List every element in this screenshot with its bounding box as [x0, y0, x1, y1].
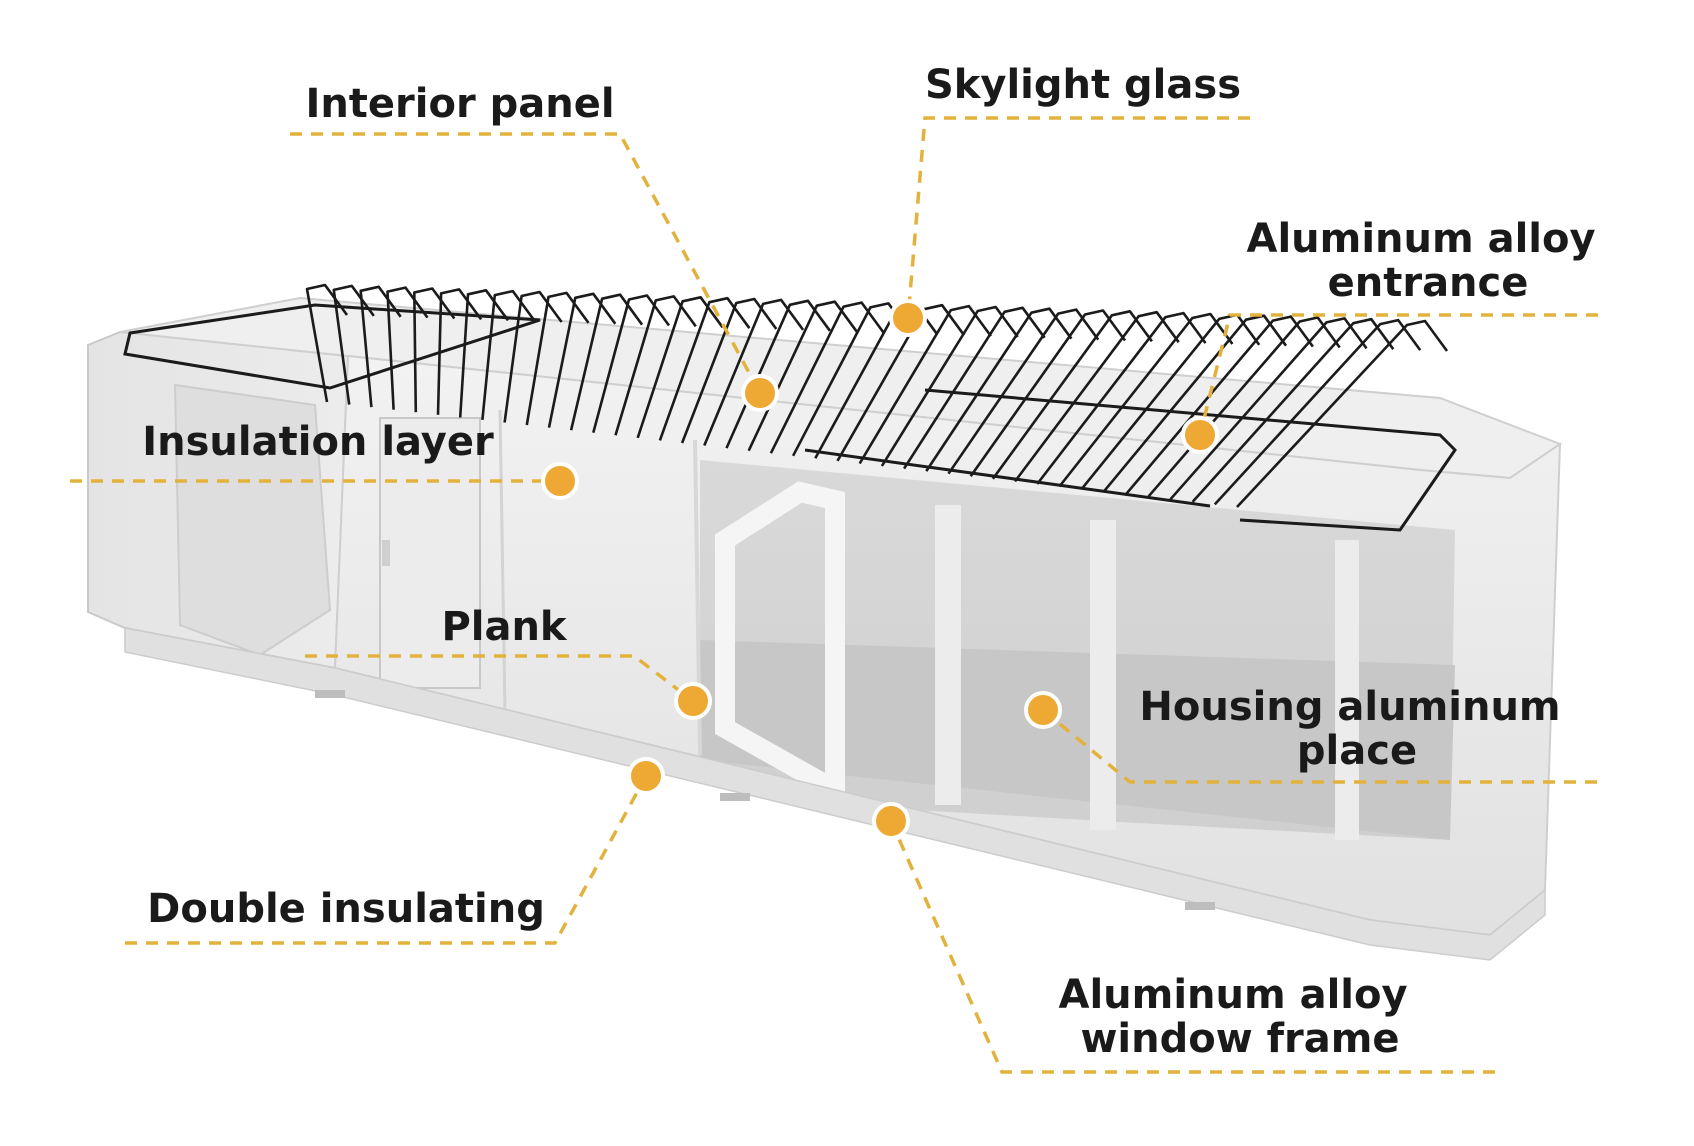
roof-rib: [1058, 312, 1234, 488]
left-wall-recess: [173, 383, 332, 657]
leader-lines: [70, 116, 1598, 1074]
marker-double-insulating: [627, 757, 665, 795]
marker-plank: [674, 682, 712, 720]
leader-double-insulating: [125, 775, 648, 945]
callout-labels: Interior panel Skylight glass Aluminum a…: [142, 62, 1610, 1062]
roof-rib: [680, 297, 778, 444]
roof-rib: [703, 298, 805, 446]
roof-rib: [503, 290, 563, 423]
roof-rib: [481, 289, 536, 421]
roof-rib: [547, 292, 617, 428]
label-skylight-glass: Skylight glass: [925, 62, 1241, 108]
roof-rib: [458, 289, 510, 418]
leader-plank: [305, 654, 695, 703]
roof-rib: [858, 304, 992, 465]
roof-rib: [413, 287, 456, 413]
leader-aluminum-alloy-window-frame: [889, 820, 1495, 1074]
label-double-insulating: Double insulating: [147, 886, 545, 932]
cabin-body: [87, 296, 1563, 961]
callout-markers: [541, 299, 1219, 840]
roof-rib: [386, 286, 429, 410]
roof-rib: [359, 285, 402, 408]
roof-rib: [1191, 317, 1395, 503]
skylight-frames: [123, 303, 1457, 532]
roof-rib: [614, 295, 697, 436]
roof-rib: [1169, 317, 1368, 501]
roof-ribs: [305, 283, 1449, 508]
label-interior-panel: Interior panel: [305, 81, 614, 127]
leader-skylight-glass: [906, 116, 1250, 319]
entrance-frame: [715, 481, 845, 808]
roof-rib: [436, 288, 483, 415]
roof-rib: [769, 301, 885, 454]
leader-aluminum-alloy-entrance: [1198, 313, 1598, 436]
roof-rib: [1080, 313, 1261, 490]
roof-rib: [747, 300, 858, 452]
door-handle: [382, 540, 390, 566]
marker-insulation-layer: [541, 462, 579, 500]
marker-interior-panel: [741, 374, 779, 412]
marker-aluminum-alloy-entrance: [1181, 416, 1219, 454]
marker-aluminum-alloy-window-frame: [872, 802, 910, 840]
roof-rib: [947, 308, 1100, 475]
marker-skylight-glass: [889, 299, 927, 337]
cabin-door: [379, 417, 481, 689]
label-aluminum-alloy-window-frame: Aluminum alloy window frame: [1059, 972, 1422, 1062]
roof-rib: [636, 296, 724, 439]
roof-rib: [569, 293, 644, 431]
roof-rib: [1013, 310, 1180, 483]
roof-rib: [525, 291, 590, 426]
roof-rib: [991, 310, 1153, 480]
label-housing-aluminum-place: Housing aluminum place: [1139, 684, 1574, 774]
roof-rib: [969, 309, 1127, 478]
roof-rib: [1213, 318, 1422, 506]
roof-rib: [880, 305, 1019, 467]
roof-rib: [1147, 316, 1341, 498]
roof-rib: [925, 307, 1073, 472]
roof-rib: [903, 306, 1046, 470]
roof-rib: [592, 294, 671, 434]
label-plank: Plank: [441, 604, 567, 650]
leader-interior-panel: [290, 132, 762, 394]
leader-housing-aluminum-place: [1041, 708, 1597, 784]
cabin-base: [124, 627, 1546, 961]
label-insulation-layer: Insulation layer: [142, 419, 494, 465]
roof-rib: [1236, 319, 1449, 508]
roof-rib: [836, 303, 966, 462]
label-aluminum-alloy-entrance: Aluminum alloy entrance: [1247, 216, 1610, 306]
roof-rib: [658, 296, 751, 441]
roof-rib: [1125, 315, 1314, 496]
roof-rib: [1036, 311, 1207, 485]
roof-rib: [1102, 314, 1288, 493]
marker-housing-aluminum-place: [1024, 691, 1062, 729]
